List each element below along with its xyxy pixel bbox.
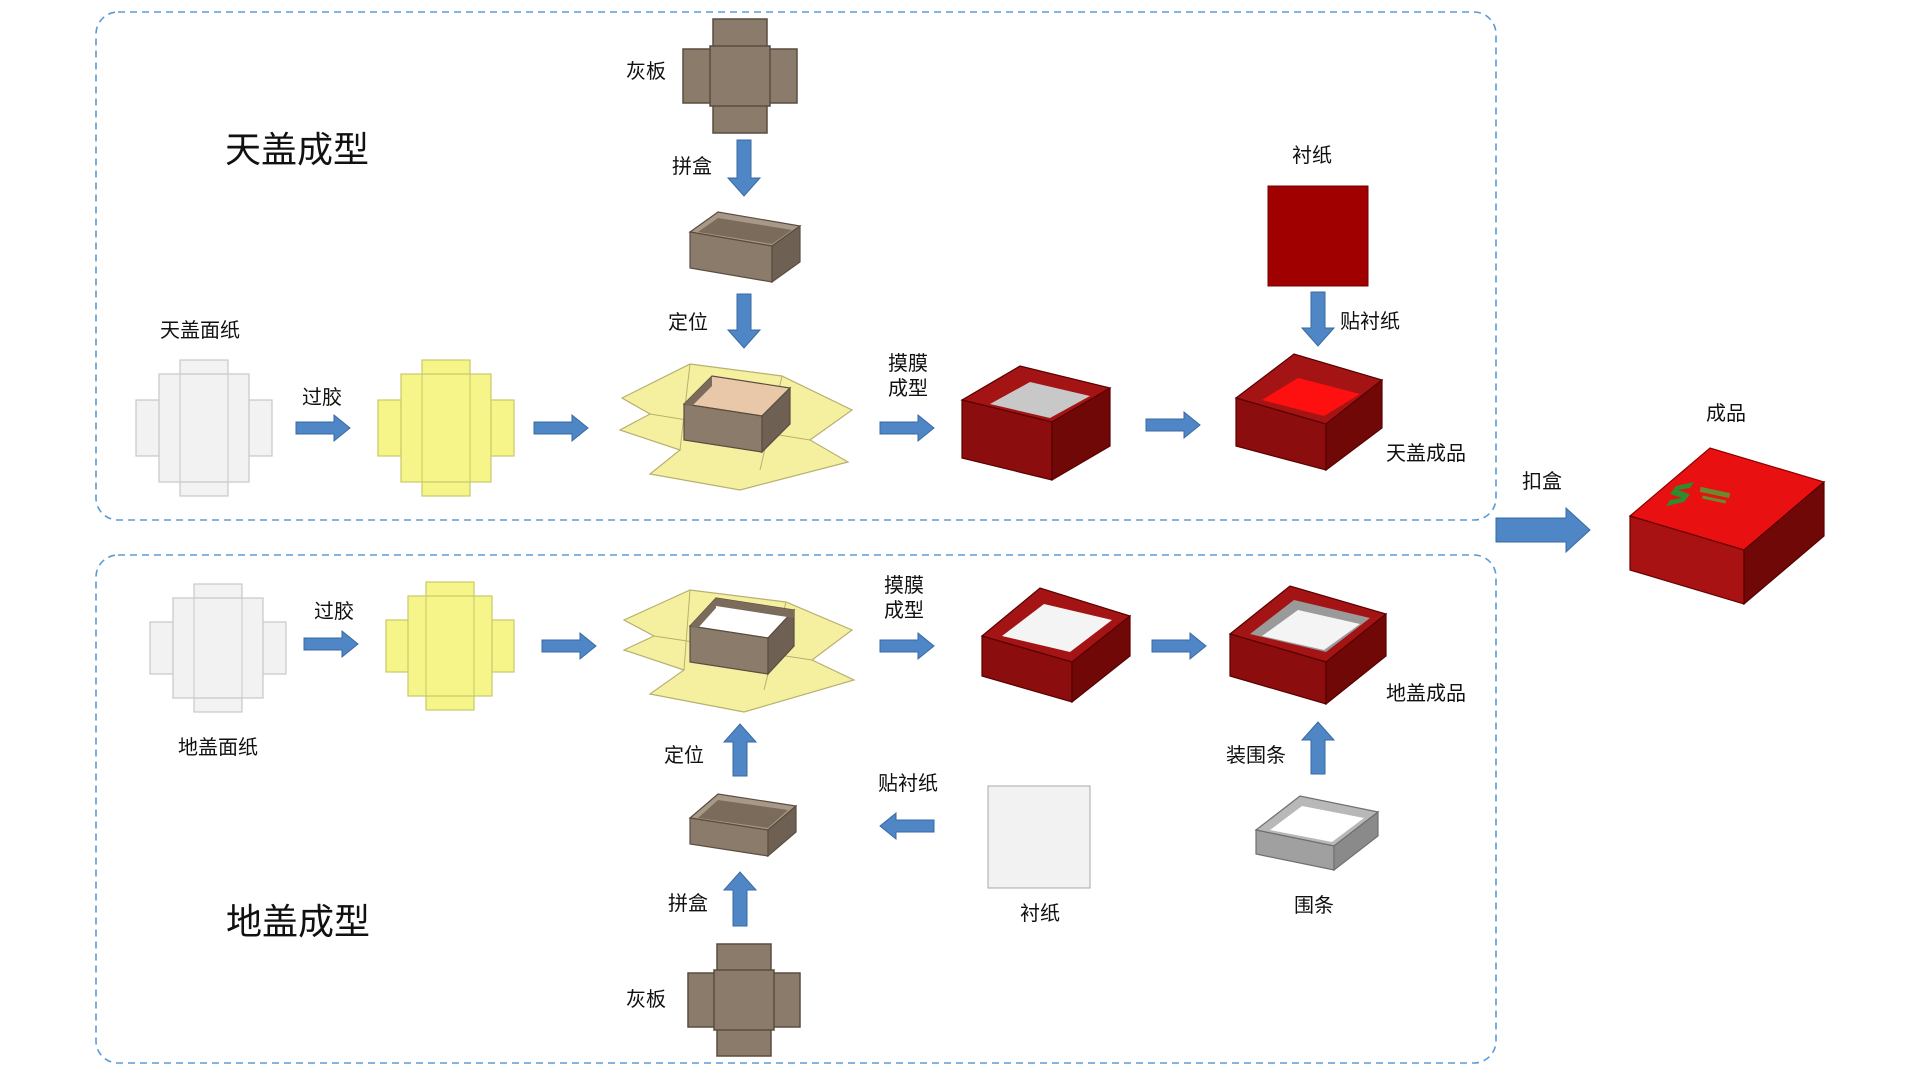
bottom-glued-paper-icon (385, 581, 515, 711)
bottom-wrap-arrow (879, 631, 935, 661)
top-liner-icon (1267, 185, 1369, 287)
bottom-install-rim-arrow (1300, 721, 1336, 775)
bottom-assemble-arrow (722, 871, 758, 927)
bottom-continue-arrow (1151, 631, 1207, 661)
top-face-paper-label: 天盖面纸 (160, 318, 240, 342)
bottom-rim-icon (1254, 795, 1380, 872)
bottom-position-label: 定位 (664, 743, 704, 767)
top-group-border (95, 11, 1497, 521)
bottom-grayboard-label: 灰板 (626, 987, 666, 1011)
top-wrap-arrow (879, 413, 935, 443)
logo-icon (1666, 482, 1731, 506)
top-finished-box-icon (1234, 353, 1384, 472)
top-assemble-arrow (726, 139, 762, 197)
top-assembled-box-icon (688, 211, 802, 284)
top-grayboard-label: 灰板 (626, 59, 666, 83)
top-face-paper-icon (135, 359, 273, 497)
bottom-grayboard-icon (687, 943, 801, 1057)
bottom-apply-liner-label: 贴衬纸 (878, 771, 938, 795)
top-apply-liner-arrow (1300, 291, 1336, 347)
top-continue-arrow (1145, 410, 1201, 440)
bottom-finished-box-icon (1228, 585, 1388, 706)
top-liner-label: 衬纸 (1292, 143, 1332, 167)
snap-box-label: 扣盒 (1522, 469, 1562, 493)
top-wrapped-box-icon (960, 365, 1112, 482)
bottom-assemble-label: 拼盒 (668, 891, 708, 915)
top-glue-label: 过胶 (302, 385, 342, 409)
product-label: 成品 (1706, 401, 1746, 425)
top-wrap-label-line2: 成型 (888, 376, 928, 400)
top-glue-arrow (295, 413, 351, 443)
top-assemble-label: 拼盒 (672, 154, 712, 178)
top-positioned-box-icon (618, 363, 854, 491)
top-wrap-label-line1: 摸膜 (888, 351, 928, 375)
bottom-apply-liner-arrow (879, 811, 935, 841)
top-grayboard-icon (682, 18, 798, 134)
bottom-assembled-box-icon (688, 793, 798, 858)
bottom-place-arrow (541, 631, 597, 661)
bottom-liner-label: 衬纸 (1020, 901, 1060, 925)
top-position-arrow (726, 293, 762, 349)
bottom-position-arrow (722, 723, 758, 777)
top-position-label: 定位 (668, 310, 708, 334)
bottom-wrap-label-line1: 摸膜 (884, 573, 924, 597)
bottom-section-title: 地盖成型 (226, 902, 370, 943)
bottom-face-paper-label: 地盖面纸 (178, 735, 258, 759)
bottom-install-rim-label: 装围条 (1226, 743, 1286, 767)
bottom-positioned-box-icon (622, 589, 856, 713)
snap-box-arrow (1495, 506, 1591, 554)
top-place-arrow (533, 413, 589, 443)
bottom-wrap-label-line2: 成型 (884, 598, 924, 622)
bottom-glue-arrow (303, 629, 359, 659)
product-box-icon (1628, 447, 1826, 606)
bottom-wrapped-box-icon (980, 587, 1132, 704)
bottom-glue-label: 过胶 (314, 599, 354, 623)
bottom-liner-icon (987, 785, 1091, 889)
top-finished-label: 天盖成品 (1386, 441, 1466, 465)
top-apply-liner-label: 贴衬纸 (1340, 309, 1400, 333)
top-section-title: 天盖成型 (225, 130, 369, 171)
bottom-face-paper-icon (149, 583, 287, 713)
bottom-finished-label: 地盖成品 (1386, 681, 1466, 705)
bottom-group-border (95, 554, 1497, 1064)
bottom-rim-label: 围条 (1294, 893, 1334, 917)
top-glued-paper-icon (377, 359, 515, 497)
